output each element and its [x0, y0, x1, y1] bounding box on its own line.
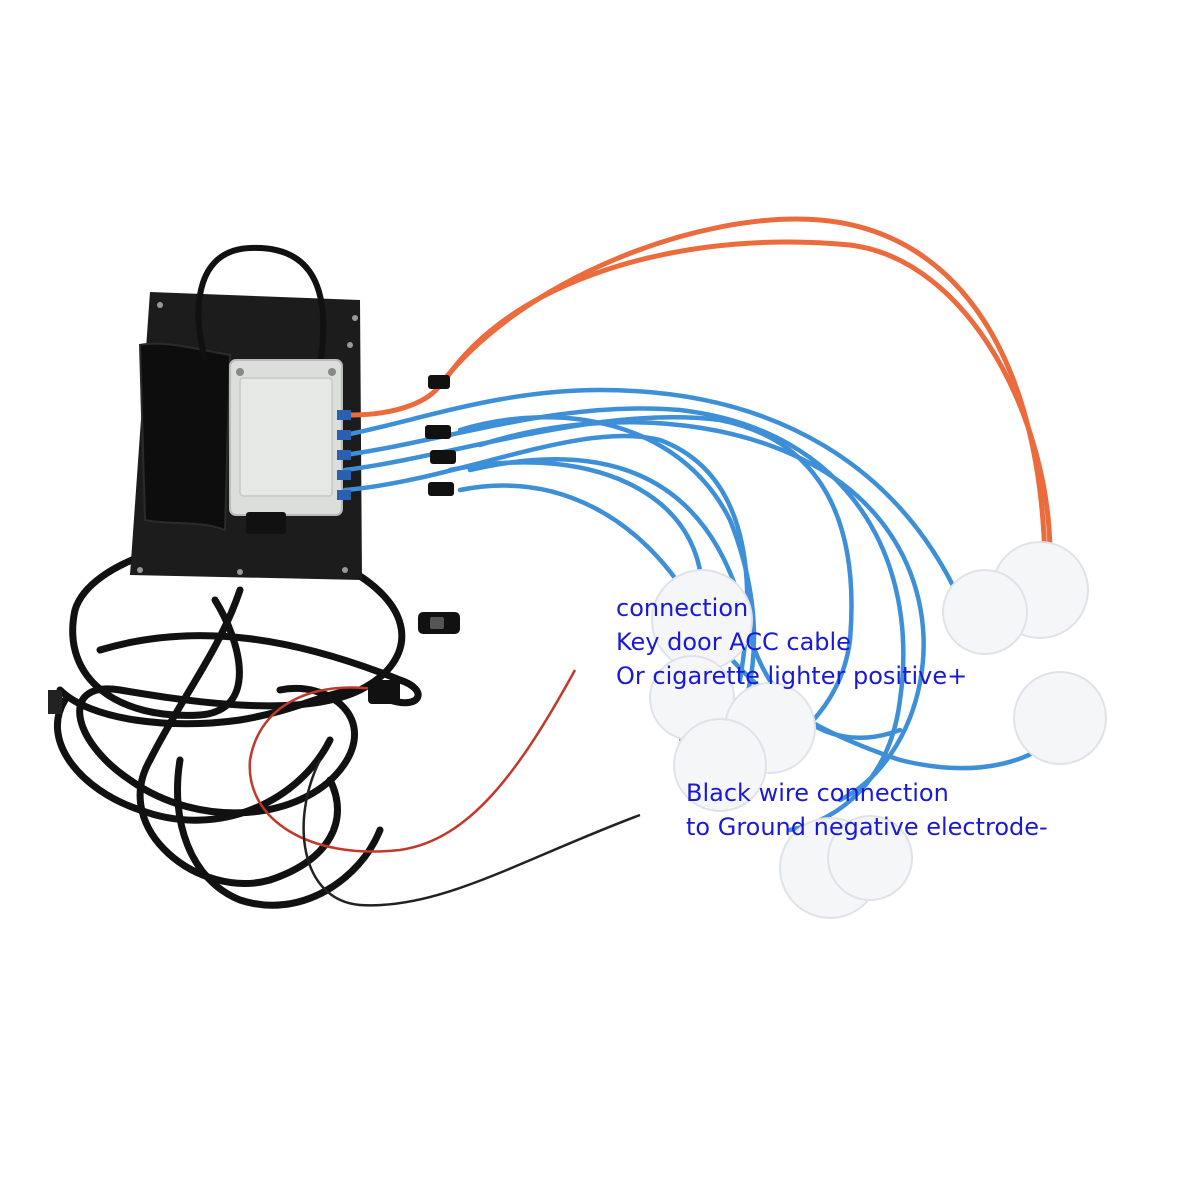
orange-air-tubes — [347, 216, 1053, 563]
ground-connection-caption: Black wire connection to Ground negative… — [686, 776, 1048, 844]
wiring-harness — [53, 534, 422, 909]
ground-caption-line-2: to Ground negative electrode- — [686, 813, 1048, 841]
switch-icon — [418, 612, 460, 634]
air-bladder-icon — [649, 541, 1107, 919]
ground-caption-line-1: Black wire connection — [686, 779, 949, 807]
acc-caption-line-1: connection — [616, 594, 749, 622]
black-lead-wire — [302, 759, 641, 907]
acc-caption-line-2: Key door ACC cable — [616, 628, 851, 656]
fuse-holder-icon — [368, 680, 400, 704]
tube-fitting-icon — [337, 375, 456, 500]
red-lead-wire — [248, 669, 577, 853]
connector-plug-icon — [48, 690, 62, 714]
acc-caption-line-3: Or cigarette lighter positive+ — [616, 662, 968, 690]
control-box-icon — [229, 359, 343, 534]
acc-connection-caption: connection Key door ACC cable Or cigaret… — [616, 591, 967, 693]
top-cable-loop — [195, 244, 327, 366]
